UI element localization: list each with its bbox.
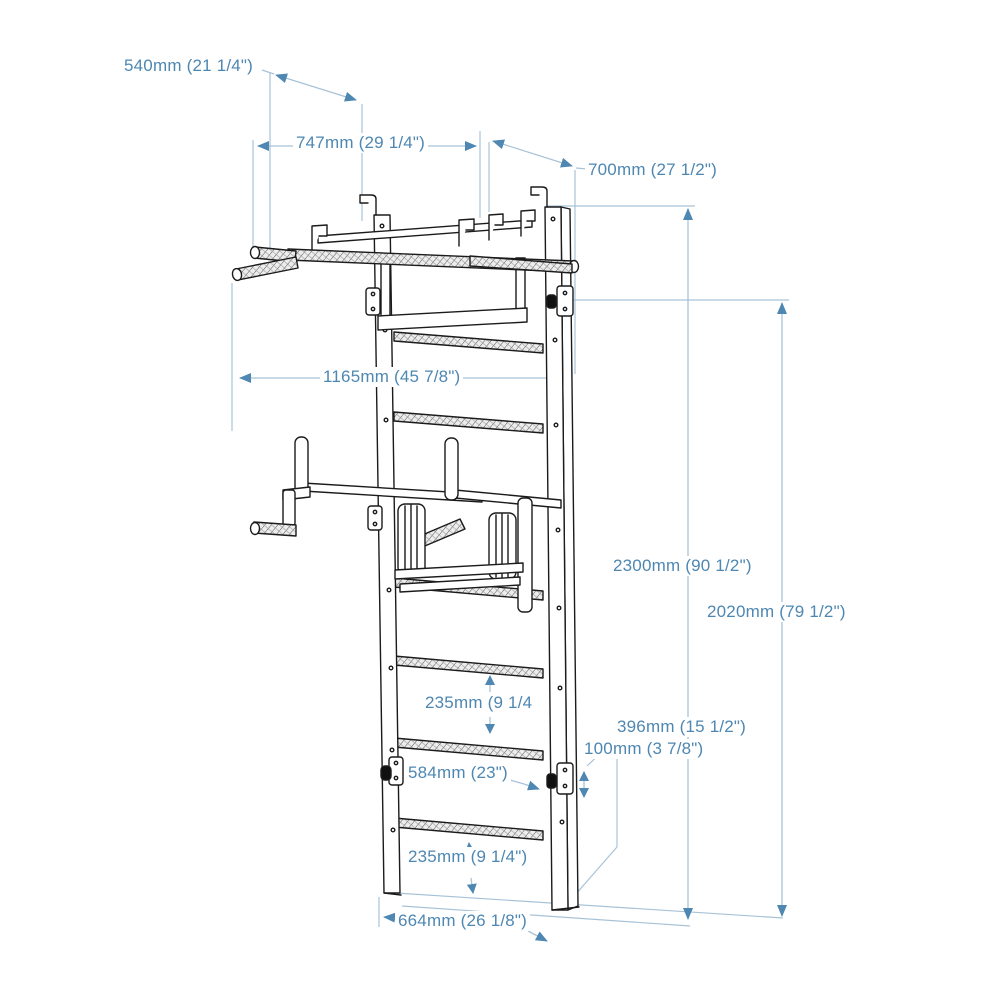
- dimension-label-1165mm: 1165mm (45 7/8"): [320, 367, 464, 387]
- dip-post: [294, 436, 309, 494]
- dimension-label-100mm: 100mm (3 7/8"): [581, 739, 707, 759]
- dim-line-235b-down: [466, 877, 477, 894]
- dimension-label-2020mm: 2020mm (79 1/2"): [704, 602, 849, 622]
- dip-post: [444, 437, 459, 501]
- hanger-hook: [520, 209, 536, 237]
- rung: [393, 817, 544, 841]
- dimension-label-664mm: 664mm (26 1/8"): [395, 911, 531, 931]
- right-grip: [469, 255, 573, 274]
- dimension-label-2300mm: 2300mm (90 1/2"): [610, 556, 755, 576]
- left-grip-lower: [235, 256, 299, 281]
- dim-line-700: [492, 139, 573, 168]
- dimension-lines: [239, 73, 787, 942]
- wall-brackets: [365, 285, 574, 795]
- back-pad: [397, 503, 426, 575]
- dimension-label-540mm: 540mm (21 1/4"): [121, 56, 257, 76]
- wall-bracket: [556, 762, 574, 795]
- dip-station-assembly: [249, 436, 562, 613]
- dimension-label-584mm: 584mm (23"): [405, 763, 511, 783]
- hanger-hook: [458, 218, 475, 247]
- rung: [393, 331, 544, 354]
- hanger-hook: [311, 224, 328, 253]
- right-rail: [530, 186, 580, 911]
- rung: [393, 737, 544, 761]
- rung: [393, 411, 544, 434]
- dimension-label-747mm: 747mm (29 1/4"): [293, 133, 429, 153]
- rung: [393, 655, 544, 679]
- dim-line-664-right: [527, 930, 548, 942]
- dimension-label-235mm-lower: 235mm (9 1/4"): [405, 847, 531, 867]
- wall-hook: [359, 194, 377, 216]
- pullup-bar-assembly: [231, 209, 580, 331]
- dim-line-584: [523, 780, 540, 791]
- lower-brace: [377, 307, 528, 331]
- wall-hook: [530, 186, 548, 208]
- dimension-label-235mm-upper: 235mm (9 1/4: [422, 693, 548, 713]
- dimension-label-700mm: 700mm (27 1/2"): [585, 160, 721, 180]
- hanger-hook: [488, 213, 504, 241]
- wall-bracket: [365, 287, 381, 316]
- wall-bars-drawing: [231, 186, 580, 911]
- dip-handle-left: [253, 521, 297, 537]
- wall-bracket: [556, 285, 574, 317]
- dimension-label-396mm: 396mm (15 1/2"): [614, 717, 750, 737]
- dim-line-540: [275, 73, 357, 102]
